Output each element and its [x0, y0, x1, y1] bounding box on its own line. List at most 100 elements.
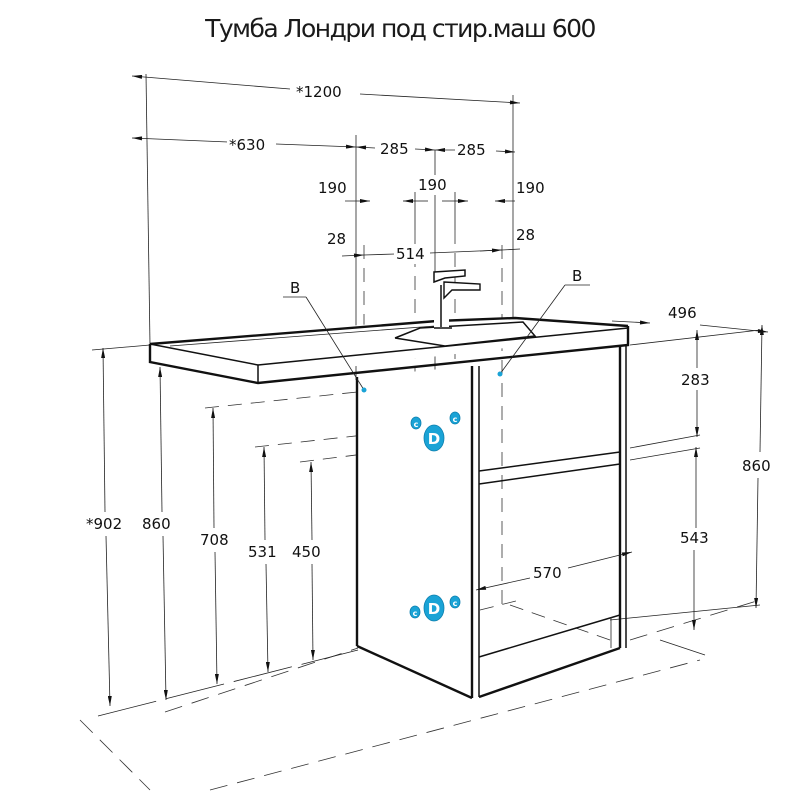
label-knockout [290, 542, 323, 562]
floor-line-left-edge [79, 719, 151, 791]
label-knockout [679, 370, 712, 390]
label-knockout [394, 244, 427, 264]
callout-label-left: B [290, 279, 300, 297]
guide-h-902-top [91, 344, 151, 351]
label-knockout [455, 140, 488, 160]
drawer-bottom-edge [478, 451, 621, 472]
countertop-front-top-left [149, 343, 259, 366]
floor-line-right [629, 599, 761, 641]
guide-h-283 [629, 434, 701, 449]
label-knockout [325, 229, 349, 249]
dim-label-514: 514 [396, 245, 425, 263]
guide-inner-b [509, 604, 611, 641]
cold-water-connection-upper [410, 416, 422, 430]
callout-point-left [361, 387, 367, 393]
dim-label-902: *902 [86, 515, 122, 533]
label-knockout [416, 175, 449, 195]
dim-label-285-b: 285 [457, 141, 486, 159]
connections-upper: c D c [410, 411, 461, 452]
cabinet-bottom-front [478, 646, 621, 699]
callout-point-right [497, 371, 503, 377]
dim-label-860-right: 860 [742, 457, 771, 475]
dim-label-190-mid: 190 [418, 176, 447, 194]
guide-h-708 [204, 391, 358, 409]
floor-line-left [164, 647, 359, 713]
cabinet-body [355, 345, 627, 700]
dim-label-285-a: 285 [380, 140, 409, 158]
dimension-450: 450 [290, 461, 323, 661]
dimension-531: 531 [246, 446, 279, 673]
dim-label-708: 708 [200, 531, 229, 549]
label-knockout [740, 456, 773, 476]
dimension-860-right: 860 [740, 324, 773, 609]
connections-lower: c D c [409, 594, 461, 622]
countertop-front-top-edge [257, 327, 629, 366]
dim-label-190-left: 190 [318, 179, 347, 197]
svg-text:c: c [453, 415, 458, 424]
svg-text:c: c [413, 609, 418, 618]
dim-label-190-right: 190 [516, 179, 545, 197]
label-knockout [378, 139, 411, 159]
countertop-back-edge [149, 319, 438, 346]
dim-label-283: 283 [681, 371, 710, 389]
guide-h-283b [629, 447, 701, 461]
dimension-285-b: 285 [435, 140, 516, 160]
dimension-570: 570 [475, 551, 633, 591]
dim-label-570: 570 [533, 564, 562, 582]
dimension-1200: *1200 [131, 74, 521, 105]
label-knockout [246, 542, 279, 562]
label-knockout [678, 528, 711, 548]
dimension-708: 708 [198, 407, 231, 685]
dimension-283: 283 [679, 330, 712, 437]
shelf-top-edge [478, 463, 621, 485]
label-knockout [514, 225, 538, 245]
hot-water-connection-upper [449, 411, 461, 425]
dimension-514: 28 514 28 [325, 225, 538, 264]
svg-text:c: c [453, 599, 458, 608]
label-knockout [140, 514, 173, 534]
dimension-543: 543 [678, 447, 711, 630]
svg-text:D: D [428, 600, 440, 618]
dimension-902: *902 [84, 347, 125, 707]
dim-label-860-left: 860 [142, 515, 171, 533]
guide-inner-a [479, 599, 521, 611]
drawing-title: Тумба Лондри под стир.маш 600 [205, 14, 596, 43]
svg-text:c: c [414, 420, 419, 429]
callout-left: B [283, 279, 367, 393]
drain-connection-lower [423, 594, 445, 622]
callout-right: B [497, 267, 590, 377]
floor-baseline-left [97, 649, 359, 717]
label-knockout [514, 178, 547, 198]
dimension-860-left: 860 [140, 366, 173, 701]
dim-label-543: 543 [680, 529, 709, 547]
guide-h-bottom-right [609, 604, 761, 621]
countertop-back-right-edge [436, 316, 629, 328]
guide-v-left [145, 73, 151, 346]
guide-h-531 [254, 429, 411, 448]
dim-label-531: 531 [248, 543, 277, 561]
hot-water-connection-lower [449, 595, 461, 609]
dimension-285-a: 285 [355, 139, 436, 159]
dim-label-1200: *1200 [296, 83, 342, 101]
plinth-edge [478, 614, 621, 658]
svg-text:D: D [428, 430, 440, 448]
faucet [433, 269, 481, 329]
floor-line-front [209, 659, 701, 791]
label-knockout [666, 303, 699, 323]
drain-connection-upper [423, 424, 445, 452]
dim-label-28-right: 28 [516, 226, 535, 244]
label-knockout [198, 530, 231, 550]
dim-label-28-left: 28 [327, 230, 346, 248]
dimension-190-row: 190 190 190 [316, 175, 547, 203]
cold-water-connection-lower [409, 605, 421, 619]
dimension-496: 496 [611, 303, 769, 333]
dim-label-496: 496 [668, 304, 697, 322]
dimension-630: *630 [131, 135, 357, 155]
label-knockout [84, 514, 125, 534]
label-knockout [294, 82, 344, 102]
washbasin-countertop [148, 316, 630, 385]
callout-label-right: B [572, 267, 582, 285]
guide-h-top-right [629, 329, 761, 346]
floor-line-right-corner [659, 639, 706, 656]
